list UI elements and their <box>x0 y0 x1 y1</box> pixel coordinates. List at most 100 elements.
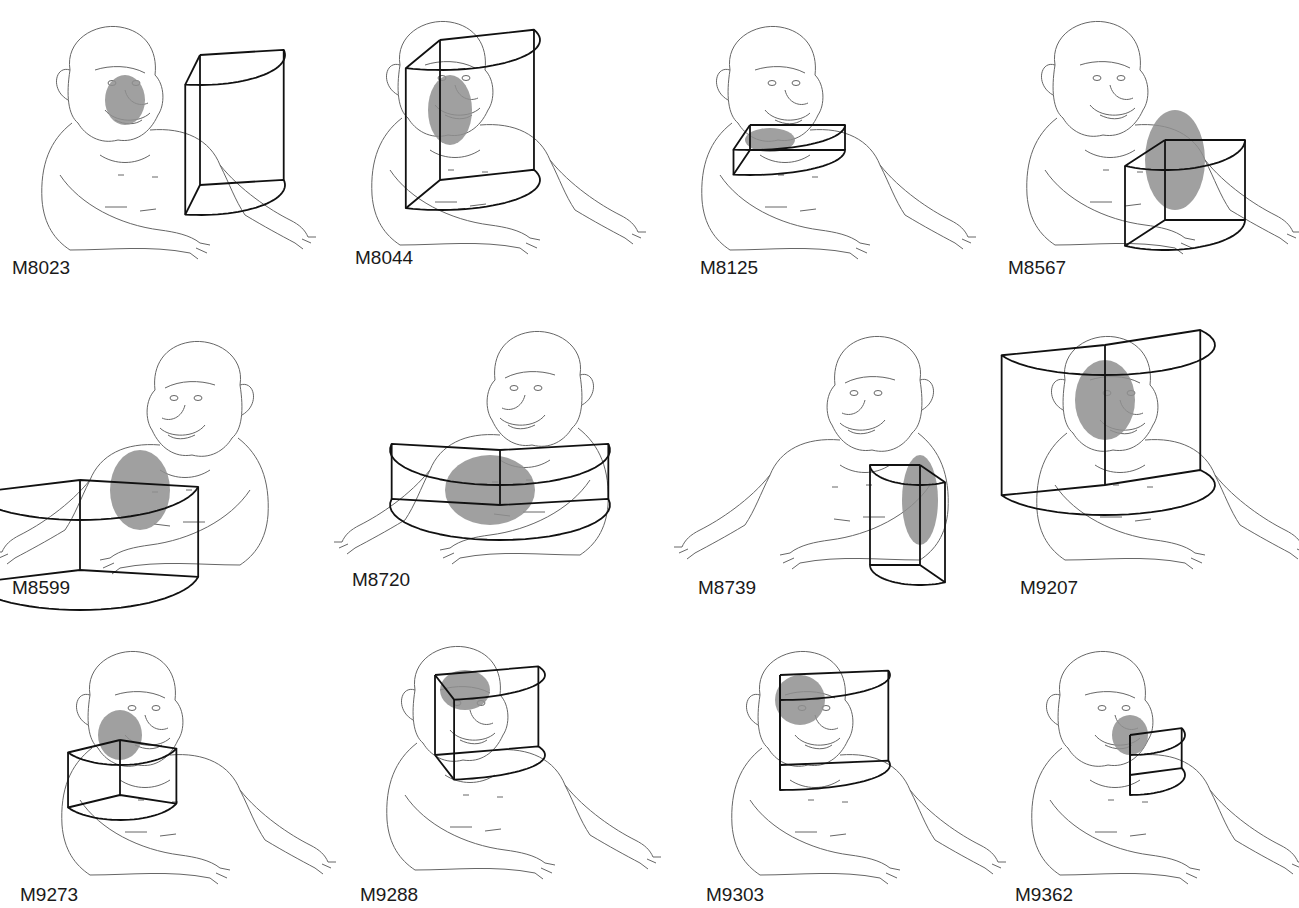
monkey-outline <box>840 420 885 430</box>
receptive-field-patch <box>105 75 145 125</box>
monkey-outline <box>145 715 168 729</box>
receptive-field-wedge <box>607 444 609 499</box>
monkey-figure <box>387 646 661 879</box>
monkey-outline <box>535 863 555 879</box>
monkey-outline <box>765 110 810 120</box>
monkey-figure <box>62 651 336 884</box>
monkey-outline <box>487 331 582 446</box>
monkey-outline <box>800 558 920 563</box>
monkey-outline <box>575 210 625 238</box>
receptive-field-wedge <box>0 570 198 610</box>
monkey-outline <box>1100 115 1127 119</box>
eye <box>152 706 160 711</box>
monkey-outline <box>115 692 165 698</box>
monkey-outline <box>450 827 501 831</box>
receptive-field-wedge <box>1125 220 1245 250</box>
receptive-field-wedge <box>434 675 436 755</box>
monkey-outline <box>1085 150 1135 158</box>
monkey-outline <box>1230 210 1280 238</box>
receptive-field-wedge <box>944 482 946 582</box>
receptive-field-wedge <box>68 740 176 765</box>
receptive-field-patch <box>445 455 535 525</box>
receptive-field-wedge <box>844 125 846 150</box>
monkey-outline <box>1240 525 1290 553</box>
receptive-field-wedge <box>406 30 540 70</box>
receptive-field-wedge <box>1244 140 1246 220</box>
monkey-outline <box>1285 862 1299 874</box>
monkey-outline <box>190 243 210 259</box>
case-label: M8599 <box>12 578 70 597</box>
monkey-outline <box>578 428 608 555</box>
monkey-outline <box>70 248 190 253</box>
monkey-outline <box>640 857 661 869</box>
monkey-outline <box>848 430 875 434</box>
monkey-outline <box>147 341 242 456</box>
monkey-outline <box>674 547 695 559</box>
monkey-outline <box>832 485 872 487</box>
monkey-outline <box>760 873 880 878</box>
receptive-field-wedge <box>1002 330 1215 375</box>
monkey-outline <box>265 840 315 868</box>
monkey-outline <box>1046 694 1060 725</box>
receptive-field-wedge <box>435 666 545 699</box>
monkey-outline <box>955 237 976 249</box>
monkey-outline <box>1065 558 1185 563</box>
monkey-outline <box>746 694 760 725</box>
eye <box>462 76 470 81</box>
receptive-field-patch <box>1145 110 1205 210</box>
monkey-outline <box>1175 238 1195 254</box>
monkey-outline <box>170 755 265 840</box>
monkey-outline <box>245 215 295 243</box>
monkey-outline <box>415 868 535 873</box>
monkey-outline <box>334 542 355 554</box>
receptive-field-wedge <box>435 746 545 779</box>
monkey-outline <box>42 123 72 250</box>
monkey-outline <box>15 530 65 558</box>
eye <box>1098 706 1106 711</box>
case-label: M9288 <box>360 885 418 904</box>
monkey-outline <box>495 750 590 835</box>
receptive-field-wedge <box>1129 735 1131 775</box>
receptive-field-patch <box>428 75 472 145</box>
monkey-figure <box>732 651 1006 884</box>
case-label: M8125 <box>700 258 758 277</box>
monkey-outline <box>435 202 486 206</box>
monkey-outline <box>68 26 163 141</box>
monkey-outline <box>1027 118 1057 245</box>
receptive-field-wedge <box>870 465 945 485</box>
eye <box>510 386 518 391</box>
monkey-outline <box>56 69 70 100</box>
monkey-outline <box>1113 485 1153 487</box>
receptive-field-wedge <box>0 480 198 520</box>
eye <box>534 386 542 391</box>
monkey-outline <box>775 120 802 124</box>
monkey-outline <box>1063 336 1158 451</box>
monkey-outline <box>400 243 520 248</box>
monkey-outline <box>795 735 840 745</box>
monkey-outline <box>440 548 460 564</box>
monkey-outline <box>778 175 818 177</box>
case-label: M9303 <box>706 885 764 904</box>
receptive-field-wedge <box>869 465 871 565</box>
monkey-outline <box>1140 755 1235 840</box>
monkey-outline <box>90 873 210 878</box>
monkey-outline <box>1145 440 1240 525</box>
monkey-outline <box>405 795 545 863</box>
monkey-outline <box>745 440 840 525</box>
eye <box>1093 76 1101 81</box>
monkey-outline <box>120 780 170 788</box>
receptive-field-wedge <box>119 740 121 795</box>
monkey-outline <box>460 740 487 744</box>
monkey-outline <box>880 868 900 884</box>
receptive-field-wedge <box>1002 470 1215 515</box>
monkey-outline <box>834 517 885 521</box>
monkey-outline <box>508 425 535 429</box>
monkey-outline <box>1090 780 1140 788</box>
monkey-outline <box>1100 517 1151 521</box>
eye <box>1117 76 1125 81</box>
receptive-field-wedge <box>779 675 781 765</box>
monkey-outline <box>1290 547 1299 559</box>
monkey-outline <box>413 646 508 761</box>
